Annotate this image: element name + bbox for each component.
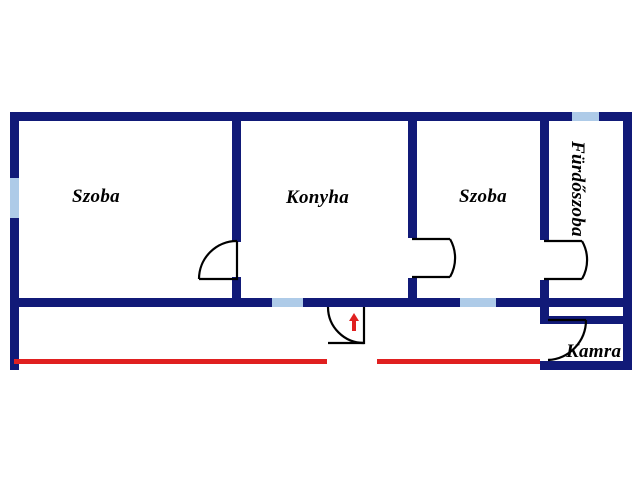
wall-interior-vertical-3-upper — [540, 112, 549, 240]
wall-interior-vertical-3-lower — [540, 280, 549, 307]
wall-kamra-bottom — [540, 361, 632, 370]
wall-exterior-left-upper — [10, 112, 19, 178]
wall-exterior-top — [10, 112, 632, 121]
room-label-szoba-left: Szoba — [72, 186, 120, 207]
wall-interior-vertical-1-lower — [232, 277, 241, 307]
entry-arrow-icon — [347, 312, 361, 332]
window-mid-szoba-right — [460, 298, 496, 307]
wall-interior-vertical-2-upper — [408, 112, 417, 238]
wall-interior-vertical-2-lower — [408, 278, 417, 307]
terrace-line-right — [377, 359, 540, 364]
terrace-line-left — [14, 359, 327, 364]
room-label-furdoszoba: Fürdőszoba — [567, 141, 588, 237]
wall-interior-vertical-1-upper — [232, 112, 241, 242]
window-top-furdoszoba — [572, 112, 599, 121]
wall-kamra-left — [540, 307, 549, 321]
door-entry — [326, 306, 368, 347]
wall-exterior-left-lower — [10, 218, 19, 370]
door-szoba-left — [197, 239, 241, 283]
door-furdoszoba — [544, 239, 589, 283]
door-kamra — [547, 318, 592, 362]
door-szoba-right — [412, 237, 457, 281]
wall-interior-mid-horizontal — [10, 298, 632, 307]
room-label-szoba-right: Szoba — [459, 186, 507, 207]
wall-exterior-right — [623, 112, 632, 370]
window-left-wall — [10, 178, 19, 218]
room-label-kamra: Kamra — [566, 341, 622, 362]
room-label-konyha: Konyha — [286, 187, 350, 208]
window-mid-konyha — [272, 298, 303, 307]
